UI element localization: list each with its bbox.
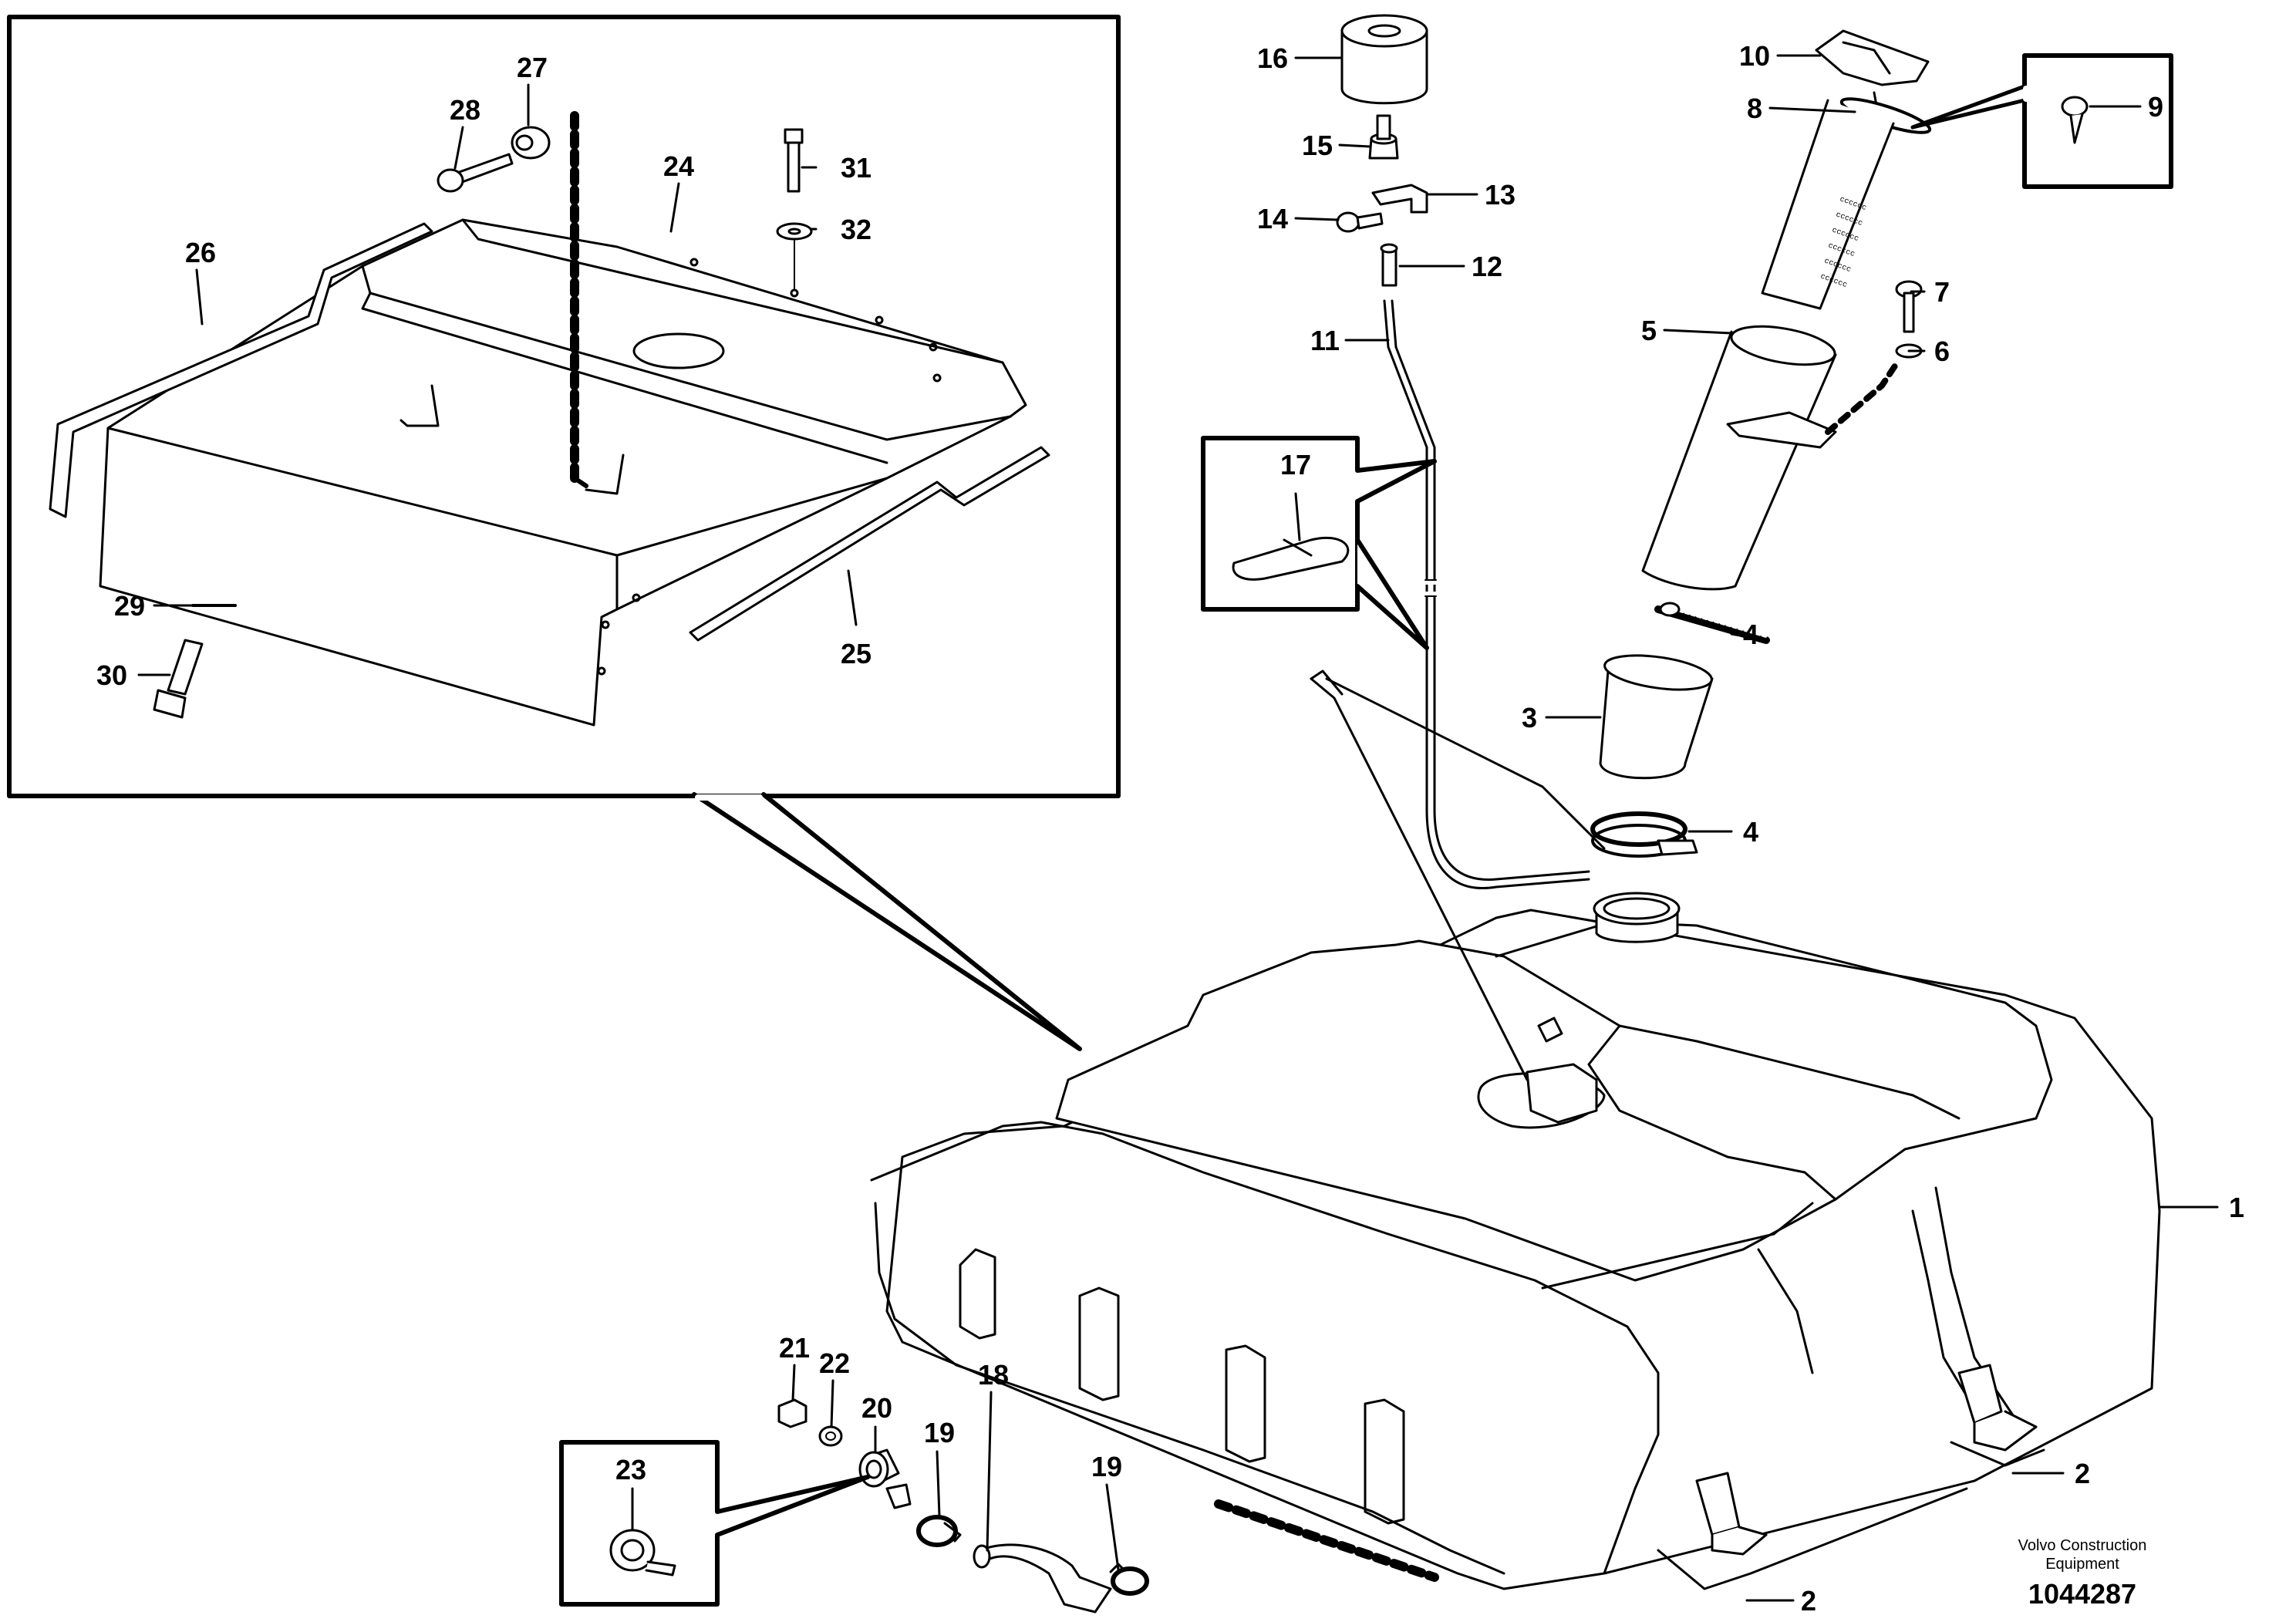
callout-28: 28 <box>450 94 480 126</box>
hose-clamp-upper <box>1654 602 1770 644</box>
callout-27: 27 <box>517 52 548 83</box>
callout-18: 18 <box>978 1359 1009 1391</box>
callout-30: 30 <box>96 659 127 691</box>
drain-hose <box>973 1543 1112 1614</box>
cover-plate-hole <box>632 332 725 369</box>
seal-washer <box>818 1425 843 1447</box>
rubber-bushing <box>511 126 551 160</box>
nipple <box>1380 243 1398 287</box>
flange-screw-top <box>437 153 514 193</box>
callout-26: 26 <box>185 237 216 268</box>
clamp <box>1371 184 1428 214</box>
credit-line-1: Volvo Construction <box>2018 1537 2147 1554</box>
screw-14 <box>1336 211 1384 233</box>
breather-pipe <box>1310 299 1606 1081</box>
adapter <box>1368 114 1399 160</box>
screw-alignment-dash-line <box>1825 359 1900 435</box>
callout-15: 15 <box>1302 130 1333 161</box>
callout-8: 8 <box>1747 93 1762 124</box>
callout-32: 32 <box>841 214 872 245</box>
tank-strap-right <box>1950 1364 2045 1467</box>
callout-29: 29 <box>114 590 145 622</box>
callout-19a: 19 <box>924 1417 955 1448</box>
callout-25: 25 <box>841 638 872 669</box>
inset-pointer <box>692 792 1082 1051</box>
tank-strap-left <box>1657 1472 1968 1590</box>
callout-9: 9 <box>2148 91 2163 123</box>
rubber-strip-left <box>49 222 433 518</box>
callout-14: 14 <box>1257 203 1288 234</box>
callout-17: 17 <box>1280 449 1311 481</box>
leader-lines <box>791 54 2219 1602</box>
inset-leaders <box>137 83 858 676</box>
screw-top-right <box>776 128 813 290</box>
callout-4a: 4 <box>1743 619 1758 650</box>
plug <box>777 1398 807 1428</box>
callout-16: 16 <box>1257 42 1288 74</box>
seal-washer-hole <box>825 1431 836 1441</box>
breather-filter <box>1340 14 1428 105</box>
callout-23: 23 <box>615 1454 646 1485</box>
callout-2b: 2 <box>1801 1585 1816 1617</box>
cable-tie-inset <box>1201 436 1437 650</box>
callout-24: 24 <box>663 150 694 182</box>
callout-19b: 19 <box>1091 1451 1122 1482</box>
rubber-strip-right <box>689 446 1050 642</box>
callout-5: 5 <box>1641 315 1657 346</box>
cover-bracket-left <box>400 384 440 427</box>
callout-3: 3 <box>1522 702 1537 733</box>
callout-2a: 2 <box>2075 1458 2090 1489</box>
callout-21: 21 <box>779 1332 810 1364</box>
fuel-tank <box>870 892 2161 1590</box>
hose-clamp-lower <box>1590 811 1698 858</box>
callout-31: 31 <box>841 152 872 184</box>
callout-1: 1 <box>2229 1192 2244 1223</box>
cover-bracket-center <box>585 454 625 495</box>
callout-13: 13 <box>1485 179 1515 211</box>
callout-labels: 1 2 2 3 4 4 5 6 7 8 9 10 11 12 13 14 15 … <box>96 40 2244 1617</box>
hose-clamp-19-right <box>1109 1563 1149 1596</box>
drain-valve <box>858 1448 912 1509</box>
callout-12: 12 <box>1472 251 1502 282</box>
flange-screw-bottom <box>153 604 237 719</box>
hose-clamp-19-left <box>916 1515 962 1547</box>
callout-20: 20 <box>861 1392 892 1424</box>
callout-22: 22 <box>819 1347 850 1379</box>
inset-cover-plate-detail <box>7 15 1121 1051</box>
cover-plate <box>99 218 1027 727</box>
filler-tube: cccccc cccccc cccccc cccccc cccccc ccccc… <box>1761 99 1895 310</box>
callout-6: 6 <box>1934 336 1950 367</box>
self-tapping-screw-inset <box>1910 53 2173 189</box>
clamp-inset <box>559 1440 870 1607</box>
callout-7: 7 <box>1934 276 1950 308</box>
drain-alignment-dash-line <box>1214 1499 1439 1582</box>
filler-neck <box>1641 325 1837 591</box>
callout-4b: 4 <box>1743 816 1758 848</box>
callout-10: 10 <box>1739 40 1770 72</box>
screw-7 <box>1895 280 1923 333</box>
callout-11: 11 <box>1310 325 1340 356</box>
drawing-number: 1044287 <box>2028 1578 2137 1610</box>
credit-line-2: Equipment <box>2045 1556 2119 1573</box>
hose-elbow <box>1599 654 1714 780</box>
